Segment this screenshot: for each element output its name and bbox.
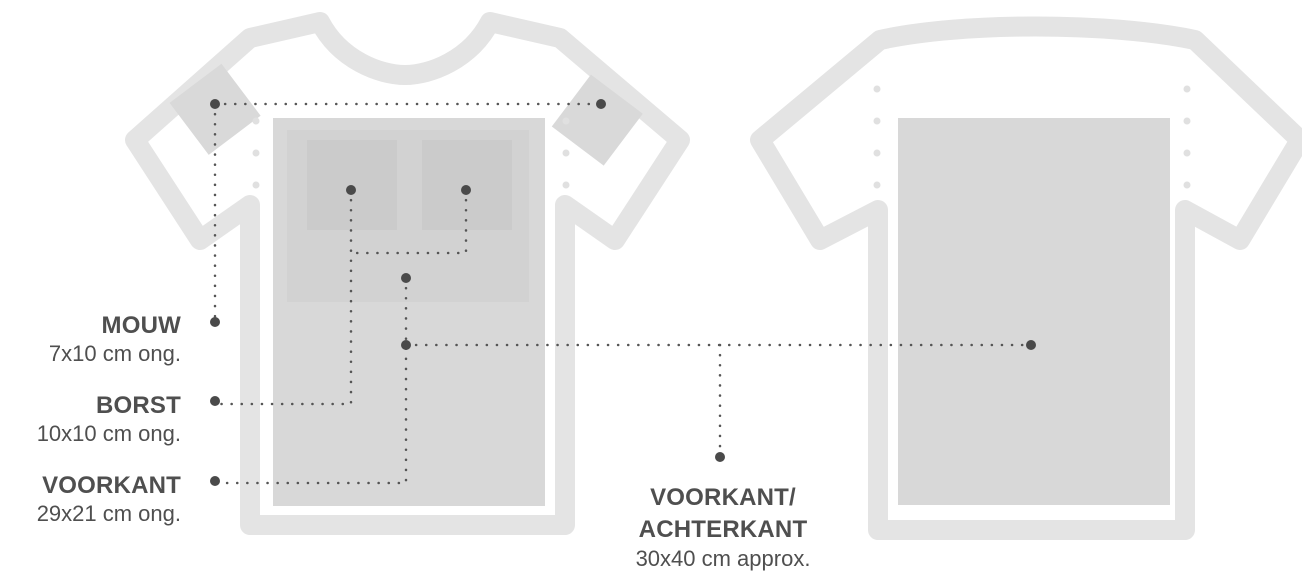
borst-size: 10x10 cm ong. [0,423,181,445]
back-tshirt [760,27,1300,531]
voorkant-label: VOORKANT 29x21 cm ong. [0,474,181,525]
right-chest-print-area [422,140,512,230]
mouw-label: MOUW 7x10 cm ong. [0,314,181,365]
voorkant-achterkant-title-line2: ACHTERKANT [600,518,846,542]
left-chest-print-area [307,140,397,230]
voorkant-achterkant-title-line1: VOORKANT/ [600,486,846,510]
left-sleeve-print-area [170,64,261,155]
voorkant-achterkant-size: 30x40 cm approx. [600,548,846,570]
voorkant-size: 29x21 cm ong. [0,503,181,525]
borst-label: BORST 10x10 cm ong. [0,394,181,445]
voorkant-title: VOORKANT [0,474,181,498]
borst-title: BORST [0,394,181,418]
voorkant-achterkant-label: VOORKANT/ ACHTERKANT 30x40 cm approx. [600,486,846,570]
back-print-area [898,118,1170,505]
mouw-title: MOUW [0,314,181,338]
mouw-size: 7x10 cm ong. [0,343,181,365]
